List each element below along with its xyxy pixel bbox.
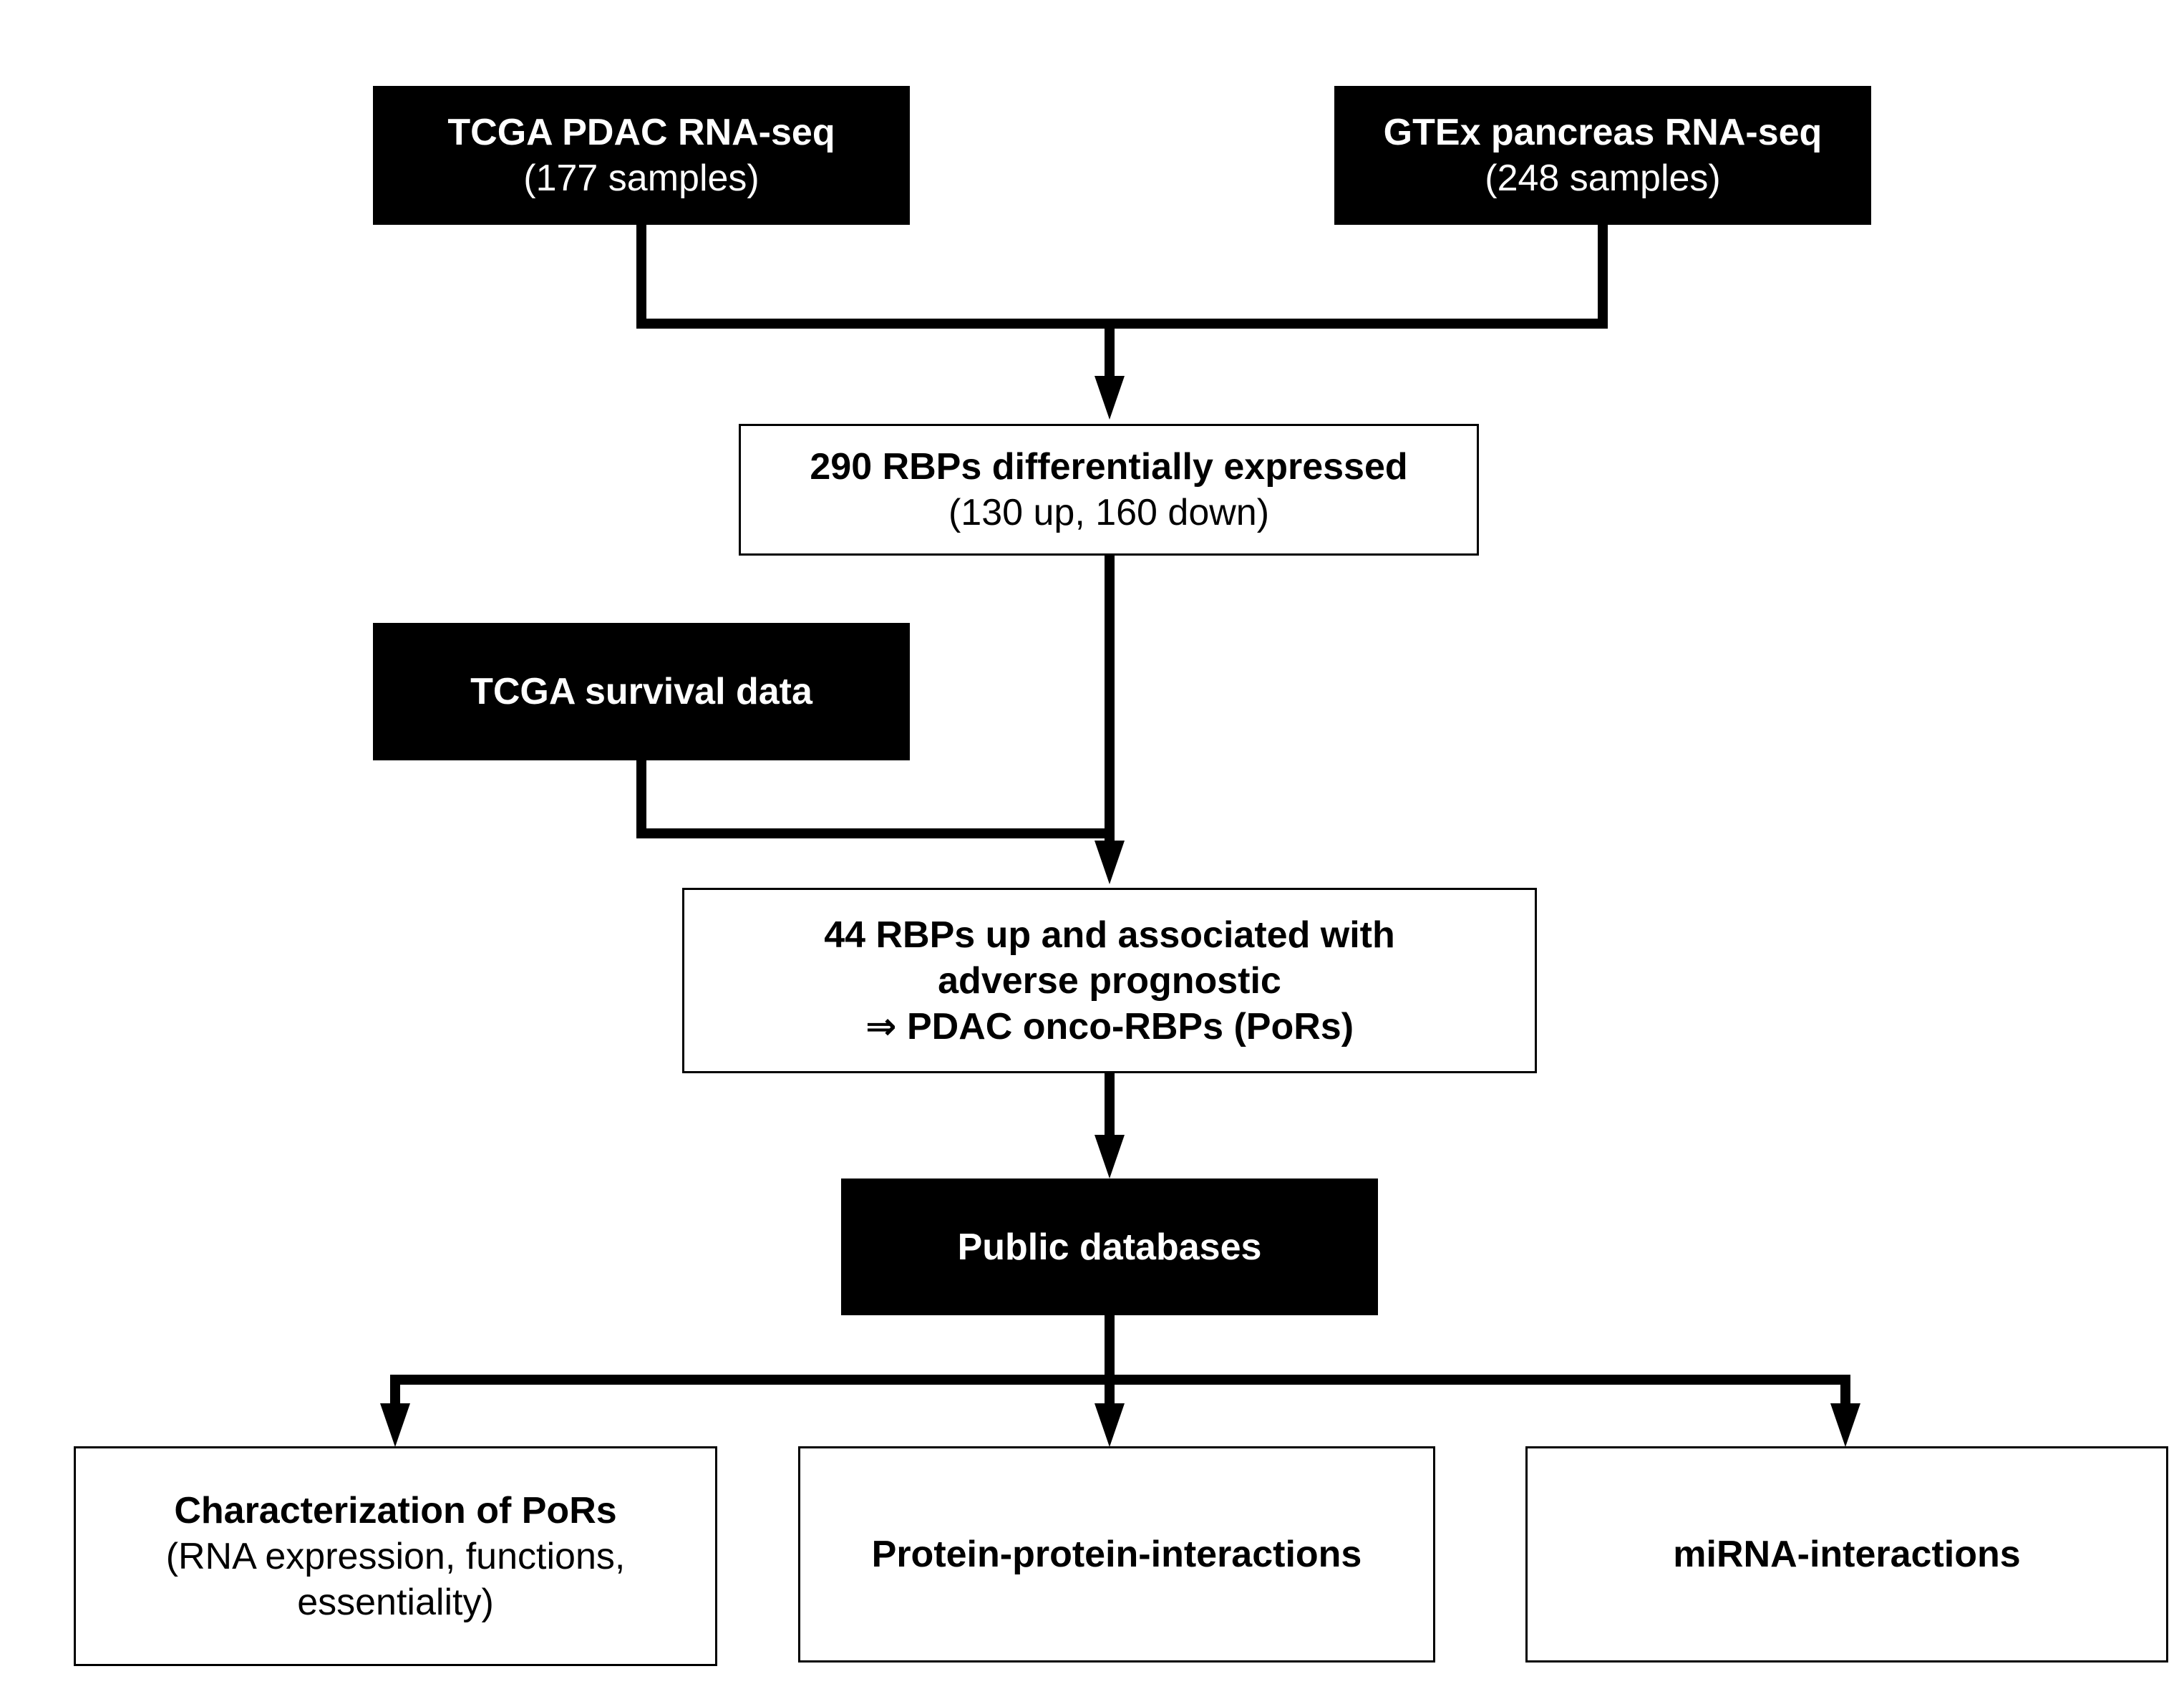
connector-branch-left-down xyxy=(390,1375,400,1409)
connector-oncorbps-down xyxy=(1105,1073,1115,1138)
connector-tcga-down xyxy=(636,225,646,329)
node-title: miRNA-interactions xyxy=(1673,1534,2021,1575)
node-subtitle-line2: essentiality) xyxy=(297,1581,494,1623)
node-characterization-of-pors: Characterization of PoRs (RNA expression… xyxy=(74,1446,717,1666)
node-title-line3: ⇒ PDAC onco-RBPs (PoRs) xyxy=(865,1005,1354,1047)
node-title: Characterization of PoRs xyxy=(174,1489,617,1531)
node-gtex-pancreas-rna-seq: GTEx pancreas RNA-seq (248 samples) xyxy=(1334,86,1871,225)
node-tcga-pdac-rna-seq: TCGA PDAC RNA-seq (177 samples) xyxy=(373,86,910,225)
node-protein-protein-interactions: Protein-protein-interactions xyxy=(798,1446,1435,1662)
node-subtitle: (177 samples) xyxy=(523,158,759,199)
connector-branch-horizontal xyxy=(390,1375,1850,1385)
connector-gtex-down xyxy=(1598,225,1608,329)
connector-publicdb-down xyxy=(1105,1315,1115,1385)
node-title: 290 RBPs differentially expressed xyxy=(810,446,1408,488)
node-subtitle: (RNA expression, functions, xyxy=(165,1535,626,1577)
connector-merge-horizontal xyxy=(636,319,1608,329)
arrowhead-down-icon xyxy=(1095,1135,1125,1178)
arrowhead-down-icon xyxy=(1095,841,1125,884)
node-mirna-interactions: miRNA-interactions xyxy=(1525,1446,2168,1662)
node-differentially-expressed-rbps: 290 RBPs differentially expressed (130 u… xyxy=(739,424,1479,556)
arrowhead-down-icon xyxy=(1095,1403,1125,1447)
node-tcga-survival-data: TCGA survival data xyxy=(373,623,910,760)
connector-branch-right-down xyxy=(1840,1375,1850,1409)
node-title: TCGA survival data xyxy=(470,671,812,712)
node-subtitle: (130 up, 160 down) xyxy=(948,492,1270,533)
connector-merge-down xyxy=(1105,319,1115,379)
connector-survival-down xyxy=(636,760,646,838)
node-title: GTEx pancreas RNA-seq xyxy=(1383,112,1823,153)
node-title: Public databases xyxy=(957,1226,1262,1268)
node-pdac-onco-rbps: 44 RBPs up and associated with adverse p… xyxy=(682,888,1537,1073)
arrowhead-down-icon xyxy=(1095,376,1125,420)
connector-branch-middle-down xyxy=(1105,1385,1115,1409)
node-public-databases: Public databases xyxy=(841,1178,1378,1315)
node-title: Protein-protein-interactions xyxy=(871,1534,1362,1575)
connector-survival-right xyxy=(636,828,1115,838)
node-title-line2: adverse prognostic xyxy=(938,959,1281,1002)
node-title: TCGA PDAC RNA-seq xyxy=(447,112,835,153)
arrowhead-down-icon xyxy=(380,1403,410,1447)
node-subtitle: (248 samples) xyxy=(1485,158,1721,199)
node-title: 44 RBPs up and associated with xyxy=(824,914,1395,956)
connector-dex-down xyxy=(1105,556,1115,843)
arrowhead-down-icon xyxy=(1830,1403,1860,1447)
